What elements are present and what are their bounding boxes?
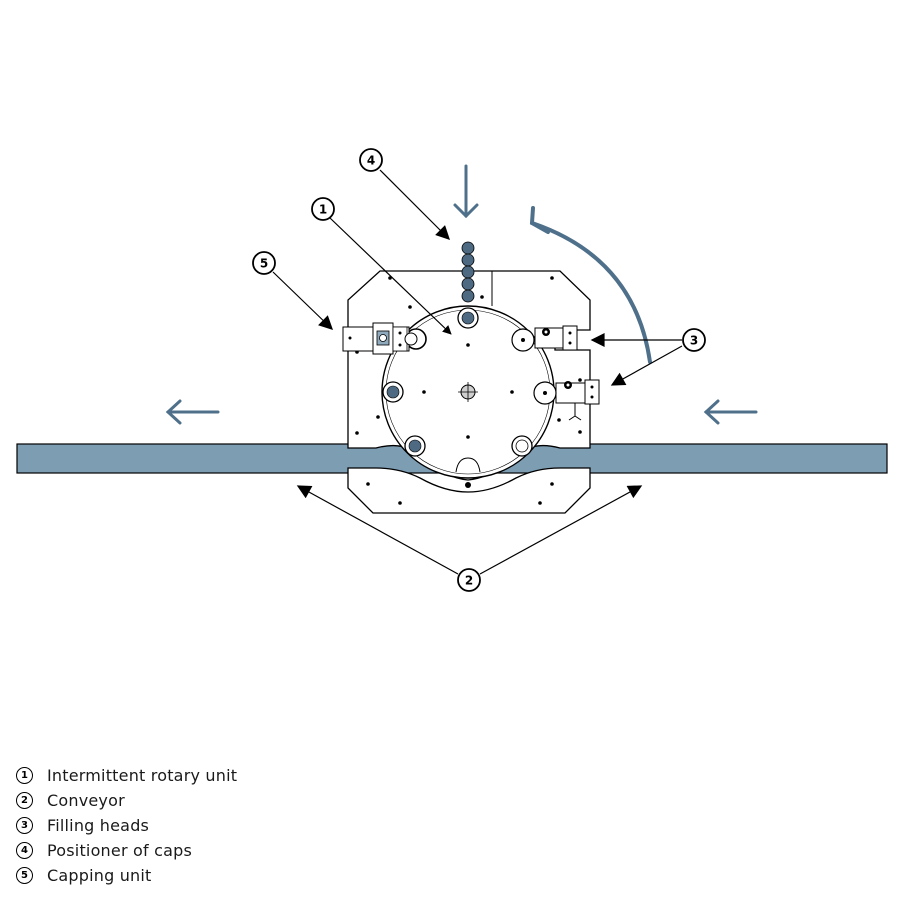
flow-arrow-output-left	[165, 399, 220, 425]
legend-number-badge: 4	[16, 842, 33, 859]
flow-arrow-input-right	[703, 399, 758, 425]
legend-item: 1 Intermittent rotary unit	[16, 763, 237, 788]
callout-3: 3	[682, 328, 706, 352]
legend-label: Positioner of caps	[47, 841, 193, 860]
legend-label: Intermittent rotary unit	[47, 766, 238, 785]
legend-item: 3 Filling heads	[16, 813, 237, 838]
svg-text:1: 1	[319, 203, 327, 217]
legend-label: Filling heads	[47, 816, 150, 835]
machine-frame-lower	[347, 467, 591, 514]
leader-5	[272, 271, 334, 330]
leader-2a	[296, 485, 459, 575]
table-pocket	[408, 439, 422, 453]
callout-leaders	[272, 169, 683, 575]
legend-label: Capping unit	[47, 866, 152, 885]
callout-4: 4	[359, 148, 383, 172]
legend-item: 2 Conveyor	[16, 788, 237, 813]
svg-text:3: 3	[690, 334, 698, 348]
legend-number-badge: 1	[16, 767, 33, 784]
table-pocket	[386, 385, 400, 399]
legend-number-badge: 3	[16, 817, 33, 834]
leader-4	[379, 169, 450, 240]
callout-1: 1	[311, 197, 335, 221]
capping-unit	[342, 322, 418, 355]
callout-5: 5	[252, 251, 276, 275]
svg-text:5: 5	[260, 257, 268, 271]
flow-arrow-rotation	[529, 206, 652, 364]
screw-holes	[355, 276, 582, 505]
legend-number-badge: 5	[16, 867, 33, 884]
legend-number-badge: 2	[16, 792, 33, 809]
svg-text:4: 4	[367, 154, 375, 168]
bottom-notch	[455, 457, 481, 473]
filling-head-upper	[511, 325, 578, 352]
table-pocket	[461, 311, 475, 325]
filling-head-lower	[533, 379, 600, 421]
cap-stack	[461, 241, 475, 303]
table-pocket	[515, 439, 529, 453]
legend-label: Conveyor	[47, 791, 125, 810]
callout-2: 2	[457, 568, 481, 592]
leader-2b	[479, 485, 643, 575]
svg-text:2: 2	[465, 574, 473, 588]
leader-3b	[610, 345, 683, 386]
flow-arrow-cap-input	[453, 164, 479, 219]
leader-1	[329, 217, 452, 335]
legend-item: 5 Capping unit	[16, 863, 237, 888]
legend: 1 Intermittent rotary unit 2 Conveyor 3 …	[16, 763, 237, 888]
legend-item: 4 Positioner of caps	[16, 838, 237, 863]
